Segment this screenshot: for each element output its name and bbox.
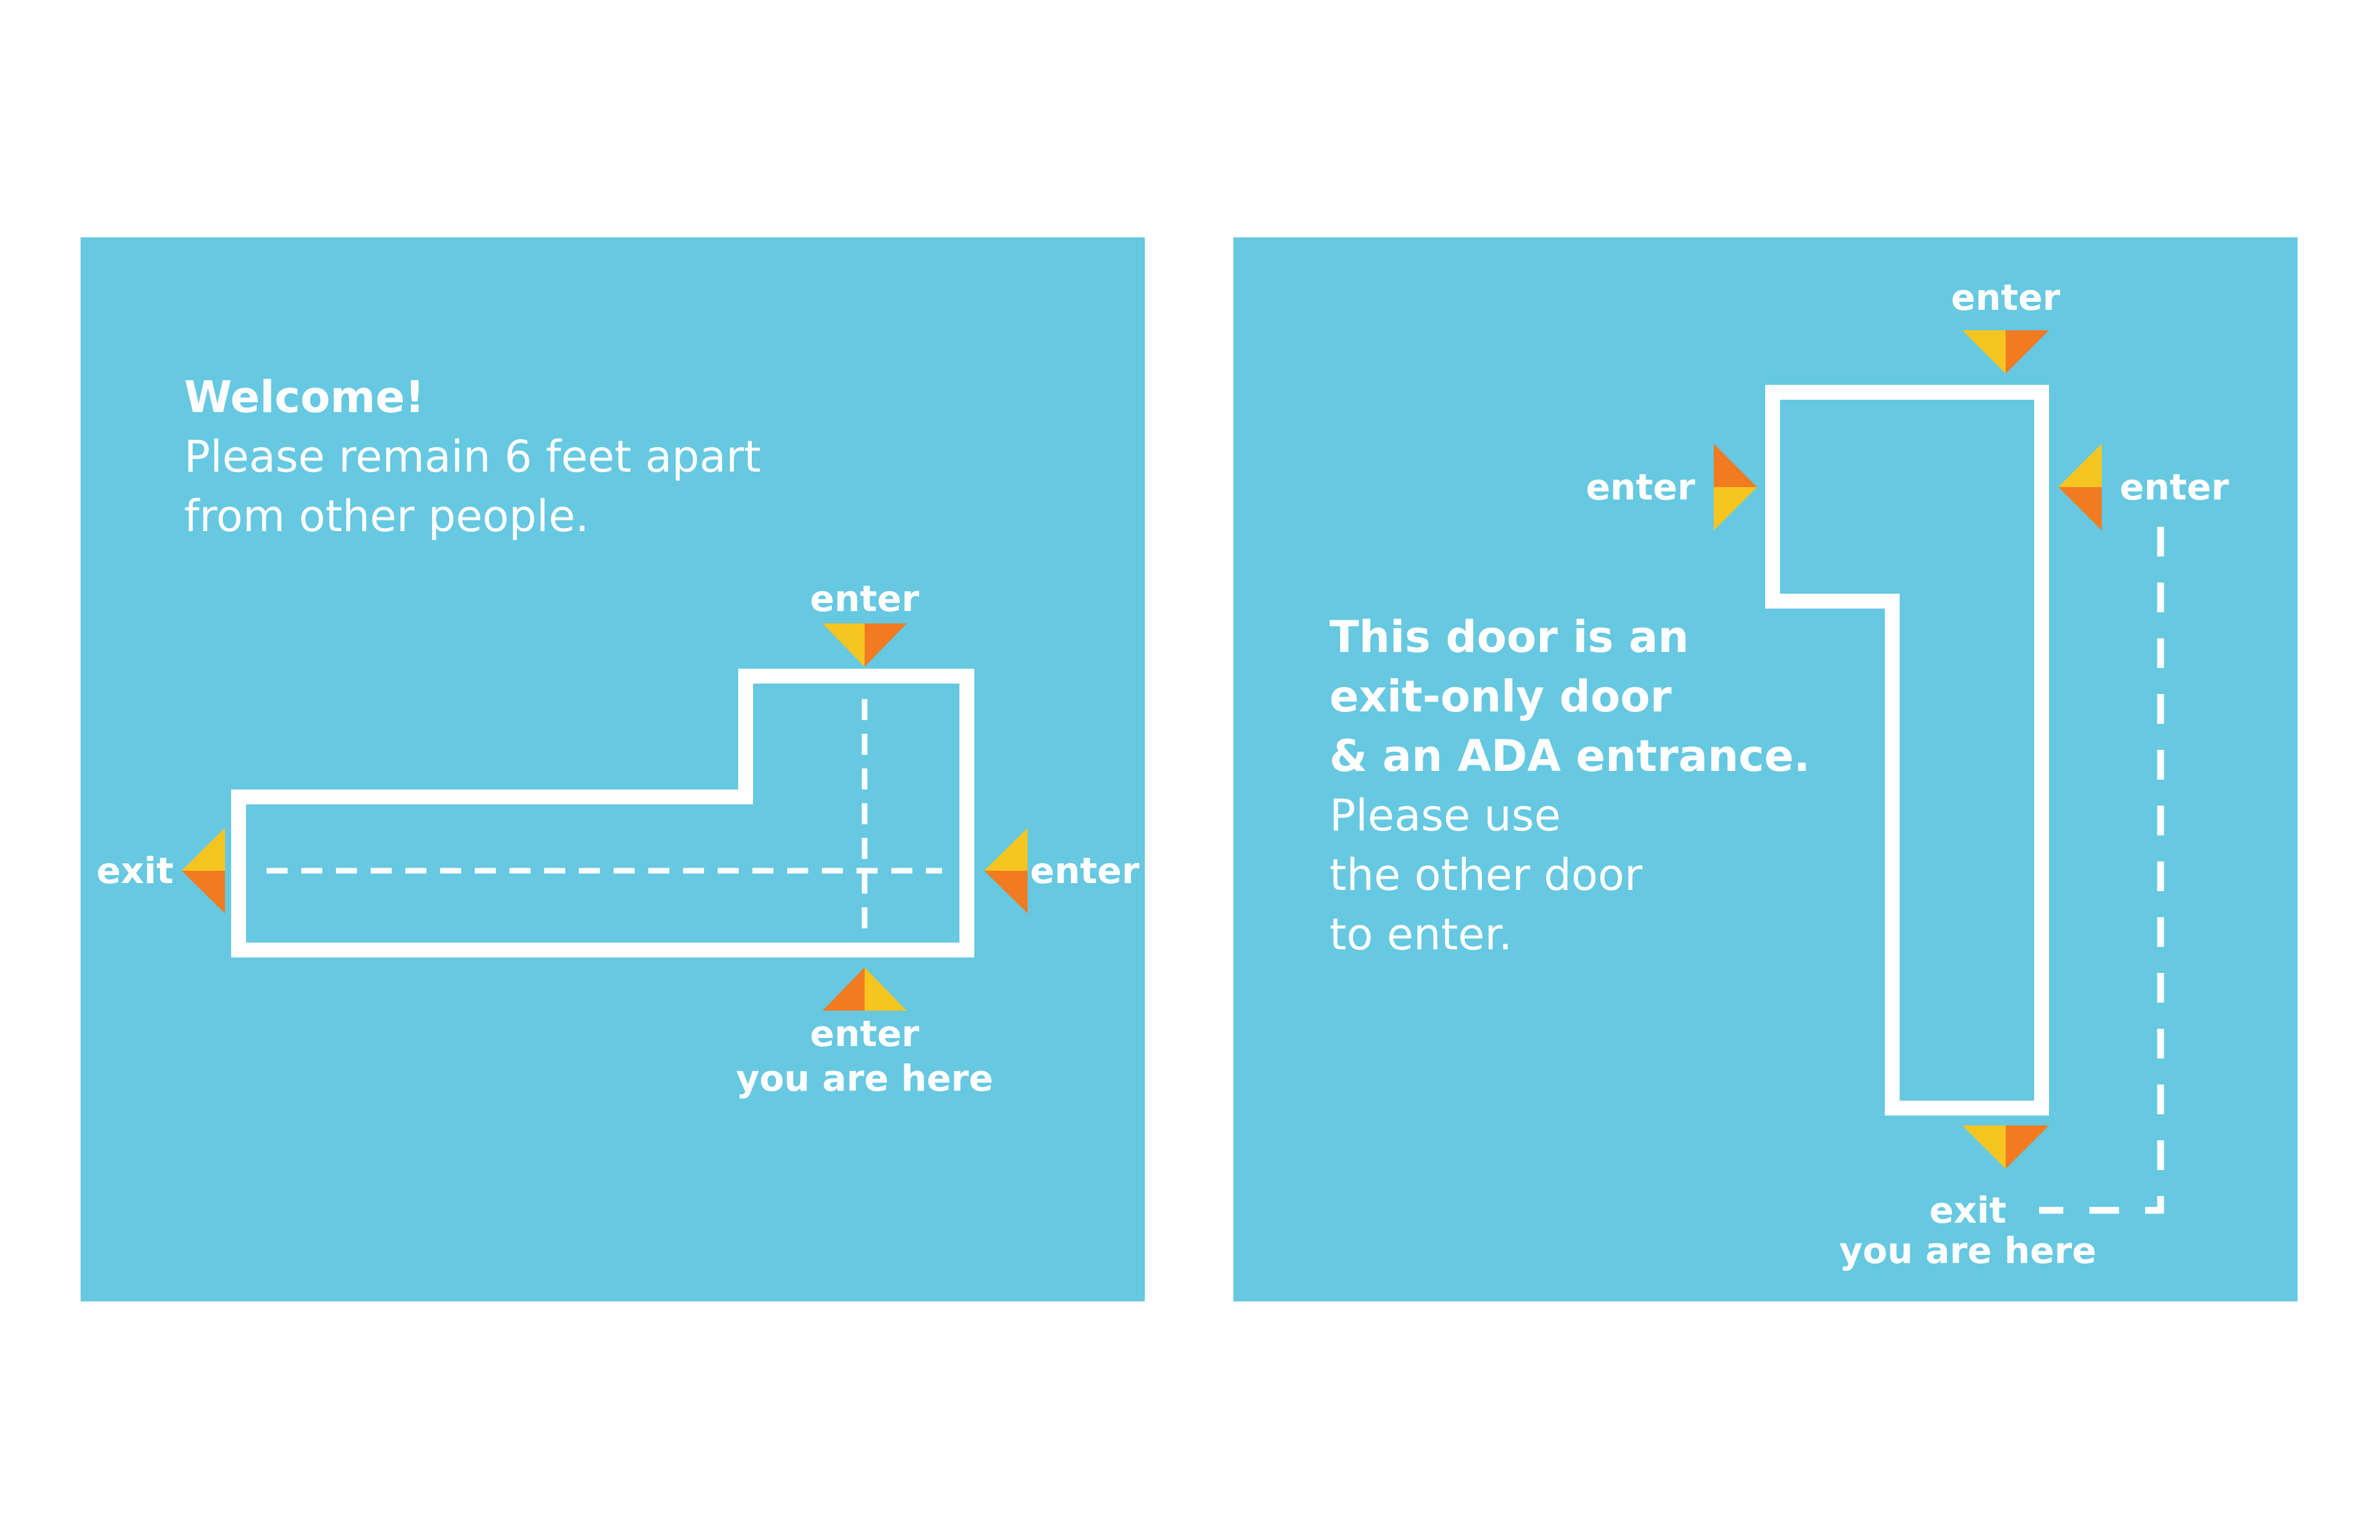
label-exit-left: exit [96,850,174,892]
instruction-line-1: Please use [1329,790,1561,841]
you-are-here-label: you are here [1839,1230,2097,1272]
label-enter-top: enter [809,578,920,620]
instruction-line-2: the other door [1329,850,1642,900]
arrow-down-icon [1962,330,2049,374]
label-enter-bottom: enter [809,1013,920,1055]
floor-plan-left [182,623,1028,1011]
you-are-here-label: you are here [736,1057,994,1099]
arrow-right-icon [1714,444,1757,530]
arrow-up-icon [822,967,907,1011]
spacing-message-line-1: Please remain 6 feet apart [184,431,761,482]
label-enter-right: enter [2120,466,2229,508]
room-outline [231,669,974,957]
label-enter-left: enter [1585,466,1695,508]
exit-only-heading-line-2: exit-only door [1329,671,1672,722]
label-enter-right: enter [1030,850,1140,892]
arrow-left-icon [182,828,225,913]
floor-plan-right [1714,330,2164,1214]
sign-panel-left: Welcome! Please remain 6 feet apart from… [81,237,1145,1301]
room-outline [1765,385,2049,1115]
instruction-line-3: to enter. [1329,909,1513,960]
exit-only-heading-line-3: & an ADA entrance. [1329,731,1810,781]
label-enter-top: enter [1950,276,2061,319]
arrow-down-icon [822,623,907,667]
welcome-heading: Welcome! [184,372,425,423]
arrow-left-icon [2058,444,2102,530]
exit-only-heading-line-1: This door is an [1329,612,1689,662]
arrow-down-icon [1962,1125,2049,1169]
spacing-message-line-2: from other people. [184,491,589,542]
sign-panel-right: enter enter enter This door is an exit-o… [1233,237,2298,1301]
label-exit-bottom: exit [1929,1189,2007,1231]
arrow-left-icon [984,828,1028,913]
exit-route-dashed [2039,527,2164,1214]
